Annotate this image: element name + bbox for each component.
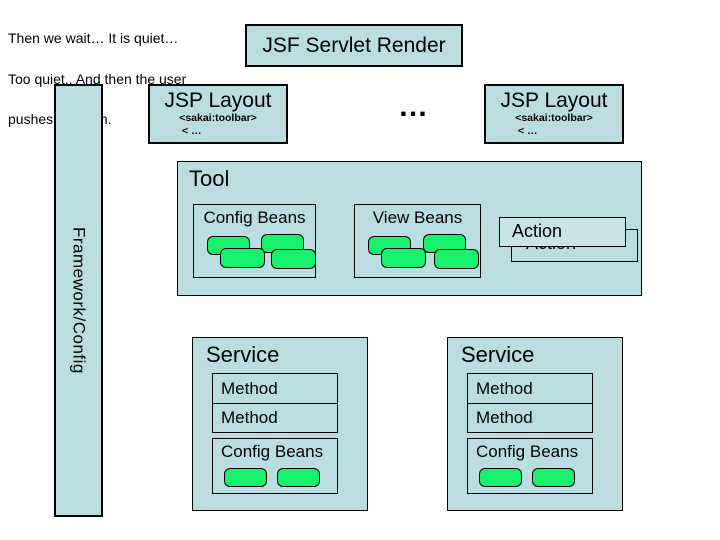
narration-line: Then we wait… It is quiet… bbox=[8, 30, 179, 47]
tool-view-beans-box: View Beans bbox=[354, 204, 481, 278]
service-config-beans-box: Config Beans bbox=[212, 438, 338, 494]
action-box-front: Action bbox=[499, 217, 626, 247]
service-box-left: Service Method Method Config Beans bbox=[192, 337, 368, 511]
method-stack: Method Method bbox=[467, 373, 593, 433]
config-beans-title: Config Beans bbox=[476, 442, 579, 461]
sakai-toolbar-tag-continued: < … bbox=[518, 125, 538, 138]
service-config-beans-box: Config Beans bbox=[467, 438, 593, 494]
tool-title: Tool bbox=[189, 166, 230, 191]
bean-shape bbox=[479, 468, 522, 487]
action-label-front: Action bbox=[512, 221, 563, 241]
method-stack: Method Method bbox=[212, 373, 338, 433]
framework-config-bar: Framework/Config bbox=[54, 84, 103, 517]
jsp-layout-box-left: JSP Layout <sakai:toolbar> < … bbox=[148, 84, 288, 144]
method-row: Method bbox=[213, 403, 337, 432]
jsf-servlet-render-label: JSF Servlet Render bbox=[262, 33, 446, 57]
service-title: Service bbox=[461, 342, 535, 367]
config-beans-title: Config Beans bbox=[221, 442, 324, 461]
sakai-toolbar-tag-continued: < … bbox=[182, 125, 202, 138]
jsp-layout-box-right: JSP Layout <sakai:toolbar> < … bbox=[484, 84, 624, 144]
method-row: Method bbox=[221, 378, 278, 398]
bean-shape bbox=[224, 468, 267, 487]
jsf-servlet-render-box: JSF Servlet Render bbox=[245, 24, 463, 67]
framework-config-label: Framework/Config bbox=[69, 227, 89, 374]
tool-box: Tool Config Beans View Beans Action Acti… bbox=[177, 161, 642, 296]
method-row: Method bbox=[476, 378, 533, 398]
jsp-layout-title: JSP Layout bbox=[500, 89, 608, 112]
view-beans-title: View Beans bbox=[372, 208, 463, 227]
tool-config-beans-box: Config Beans bbox=[193, 204, 316, 278]
ellipsis-separator: … bbox=[398, 90, 430, 123]
bean-shape bbox=[381, 248, 426, 268]
sakai-toolbar-tag: <sakai:toolbar> bbox=[179, 112, 257, 125]
bean-shape bbox=[277, 468, 320, 487]
service-box-right: Service Method Method Config Beans bbox=[447, 337, 623, 511]
narration-text: Then we wait… It is quiet… Too quiet.. A… bbox=[8, 8, 248, 150]
narration-line: Too quiet.. And then the user bbox=[8, 70, 187, 87]
bean-shape bbox=[271, 249, 316, 269]
service-title: Service bbox=[206, 342, 280, 367]
bean-shape bbox=[434, 249, 479, 269]
bean-shape bbox=[532, 468, 575, 487]
jsp-layout-title: JSP Layout bbox=[164, 89, 272, 112]
config-beans-title: Config Beans bbox=[203, 208, 306, 227]
bean-shape bbox=[220, 248, 265, 268]
method-row: Method bbox=[468, 403, 592, 432]
sakai-toolbar-tag: <sakai:toolbar> bbox=[515, 112, 593, 125]
